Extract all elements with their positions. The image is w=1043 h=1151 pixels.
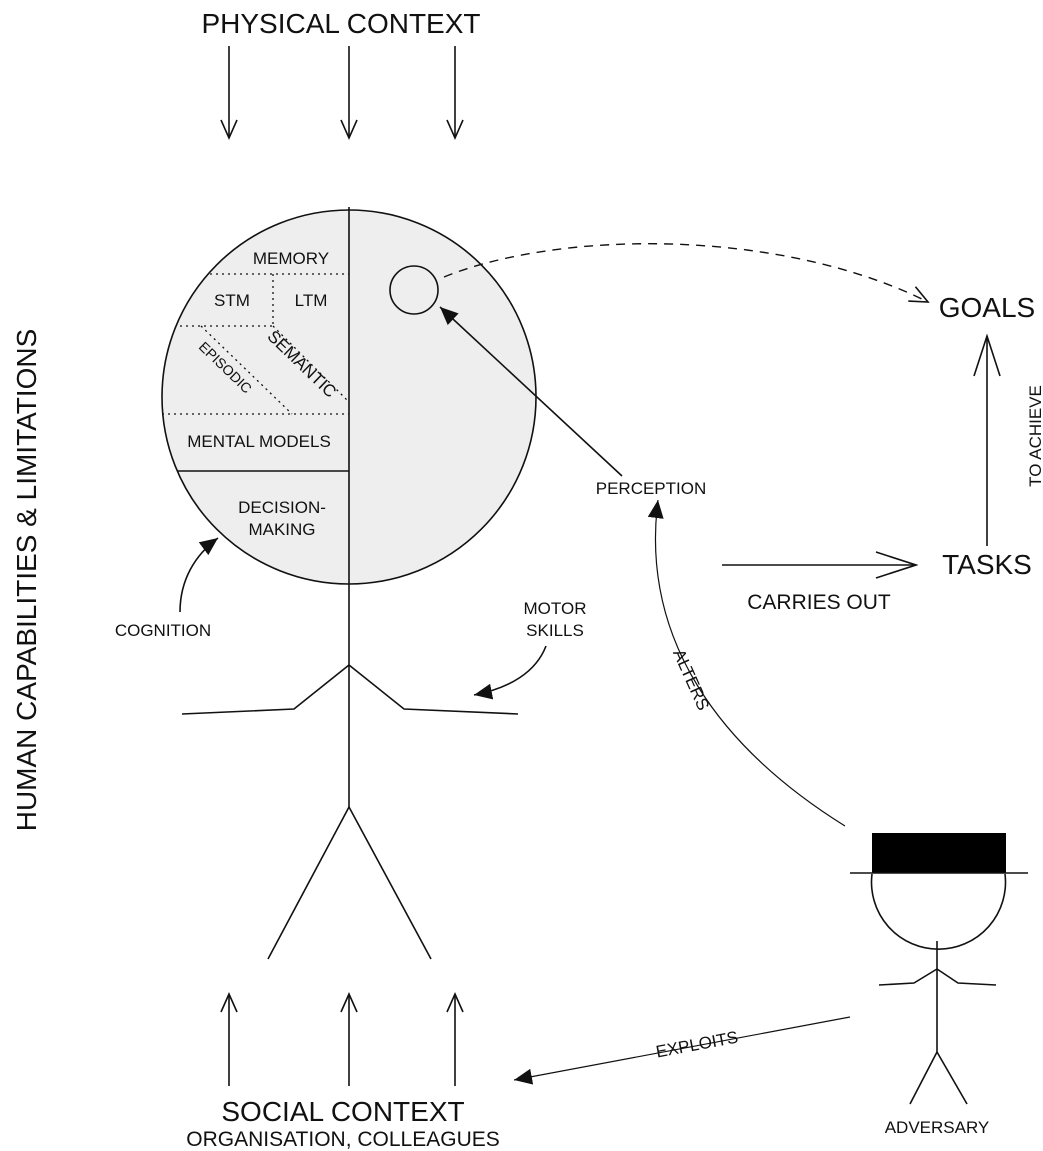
mental-models-label: MENTAL MODELS — [187, 432, 331, 451]
physical-context-label: PHYSICAL CONTEXT — [201, 8, 480, 39]
carries-out-label: CARRIES OUT — [747, 591, 891, 614]
memory-label: MEMORY — [253, 249, 329, 268]
adversary-head — [870, 873, 1007, 950]
goals-label: GOALS — [939, 292, 1035, 323]
human-capabilities-label: HUMAN CAPABILITIES & LIMITATIONS — [11, 329, 42, 832]
head: MEMORY STM LTM EPISODIC SEMANTIC MENTAL … — [161, 207, 537, 585]
adversary-label: ADVERSARY — [885, 1118, 990, 1137]
social-context-sublabel: ORGANISATION, COLLEAGUES — [186, 1128, 500, 1151]
decision-making-label-line2: MAKING — [248, 520, 315, 539]
adversary-left-arm — [878, 968, 938, 986]
adversary-hat — [872, 833, 1006, 873]
adversary-right-arm — [936, 968, 997, 986]
ltm-label: LTM — [295, 291, 328, 310]
right-arm — [348, 664, 519, 715]
adversary-figure — [850, 833, 1028, 1105]
goal-bubble — [389, 265, 439, 315]
social-context-label: SOCIAL CONTEXT — [221, 1096, 464, 1127]
adversary-left-leg — [909, 1051, 938, 1105]
motor-skills-label-line1: MOTOR — [524, 599, 587, 618]
tasks-label: TASKS — [942, 549, 1032, 580]
exploits-label: EXPLOITS — [654, 1028, 739, 1062]
stm-label: STM — [214, 291, 250, 310]
right-leg — [348, 806, 432, 960]
stick-figure-body — [181, 584, 519, 960]
perception-arrow — [439, 306, 623, 477]
decision-making-label-line1: DECISION- — [238, 498, 326, 517]
goal-dashed-arrow — [443, 243, 930, 303]
perception-label: PERCEPTION — [596, 479, 707, 498]
to-achieve-label: TO ACHIEVE — [1026, 385, 1043, 487]
left-leg — [267, 806, 350, 960]
alters-arrow — [647, 499, 846, 827]
cognition-arrow — [179, 537, 219, 613]
motor-skills-arrow — [473, 645, 547, 700]
adversary-right-leg — [936, 1051, 968, 1105]
motor-skills-label-line2: SKILLS — [526, 621, 584, 640]
cognition-label: COGNITION — [115, 621, 211, 640]
exploits-arrow — [513, 1016, 851, 1085]
left-arm — [181, 664, 350, 715]
alters-label: ALTERS — [669, 646, 713, 713]
